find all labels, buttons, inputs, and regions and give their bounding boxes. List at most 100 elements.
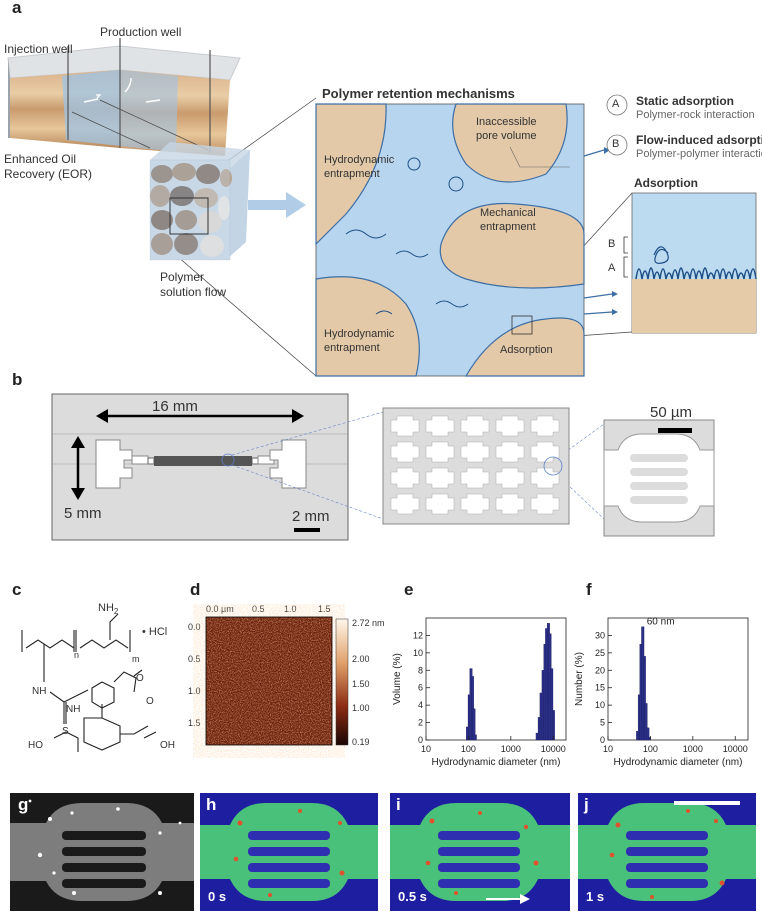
pore-unit [390, 415, 420, 437]
micrograph-i: i 0.5 s [390, 793, 570, 911]
x-tick-label: 10000 [723, 744, 748, 754]
x-axis-label: Hydrodynamic diameter (nm) [432, 757, 561, 768]
x-tick-label: 1000 [683, 744, 703, 754]
colorbar-tick-1: 2.00 [352, 654, 370, 664]
label-o2: O [146, 696, 154, 707]
pore-unit [390, 467, 420, 489]
pore-unit [460, 467, 490, 489]
label-n: n [74, 650, 80, 660]
bar [644, 703, 648, 741]
label-ho: HO [28, 740, 43, 751]
nh2-sub: 2 [113, 607, 119, 617]
afm-height-image [205, 616, 333, 746]
y-tick-label: 0 [418, 735, 423, 745]
adsorption-inset-title: Adsorption [634, 176, 698, 190]
pore-unit [495, 493, 525, 515]
injection-well-label: Injection well [4, 42, 73, 56]
bar [473, 734, 477, 741]
afm-top-tick-3: 1.5 [318, 604, 331, 614]
pore-unit [530, 493, 560, 515]
inaccessible-label-2: pore volume [476, 130, 537, 142]
panel-label-e: e [404, 580, 414, 599]
time-label-j: 1 s [586, 889, 605, 904]
porous-rock-cube [149, 142, 250, 261]
y-tick-label: 30 [595, 630, 605, 640]
x-tick-label: 100 [461, 744, 476, 754]
y-tick-label: 8 [418, 665, 423, 675]
y-tick-label: 10 [413, 648, 423, 658]
colorbar-tick-0: 2.72 nm [352, 618, 385, 628]
panel-label-f: f [586, 580, 592, 599]
retention-title: Polymer retention mechanisms [322, 86, 515, 101]
outflow-arrows [583, 147, 618, 315]
pore-unit [425, 415, 455, 437]
y-tick-label: 20 [595, 665, 605, 675]
hydro2-label-2: entrapment [324, 342, 380, 354]
polymer-structure [21, 613, 157, 752]
pore-unit [425, 441, 455, 463]
pore-array-zoom [382, 407, 570, 525]
panel-label-b: b [12, 370, 23, 389]
bar [642, 656, 646, 741]
plot-frame [425, 617, 567, 741]
panel-label-c: c [12, 580, 22, 599]
label-hcl: • HCl [142, 626, 168, 638]
afm-top-tick-1: 0.5 [252, 604, 265, 614]
legend-a-sub: Polymer-rock interaction [636, 109, 755, 121]
single-pore-zoom [603, 419, 715, 537]
panel-label-g: g [18, 795, 29, 814]
plot-frame [607, 617, 749, 741]
mechanical-label-2: entrapment [480, 221, 536, 233]
label-oh: OH [160, 740, 175, 751]
pore-unit [460, 415, 490, 437]
adsorption-inset [623, 192, 757, 334]
y-tick-label: 10 [595, 700, 605, 710]
hydro1-label-1: Hydrodynamic [324, 154, 395, 166]
hydro2-label-1: Hydrodynamic [324, 328, 395, 340]
pore-unit [425, 493, 455, 515]
micrograph-h: h 0 s [200, 793, 378, 911]
time-label-i: 0.5 s [398, 889, 427, 904]
y-tick-label: 4 [418, 700, 423, 710]
mechanical-label-1: Mechanical [480, 207, 536, 219]
microchip-overview [51, 393, 349, 541]
x-tick-label: 100 [643, 744, 658, 754]
y-tick-label: 12 [413, 630, 423, 640]
leader-line-inaccessible [509, 146, 570, 168]
micrograph-j: j 1 s [578, 793, 756, 911]
polymer-flow-line2: solution flow [160, 285, 227, 299]
x-tick-label: 10 [603, 744, 613, 754]
x-tick-label: 10000 [541, 744, 566, 754]
pore-unit [460, 493, 490, 515]
legend-a-circle [606, 94, 628, 116]
width-label-16mm: 16 mm [152, 398, 198, 415]
label-s: S [62, 726, 69, 737]
legend-b-circle [606, 134, 628, 156]
peak-annotation: 60 nm [647, 617, 675, 628]
legend-a-title: Static adsorption [636, 94, 735, 108]
afm-left-tick-0: 0.0 [188, 622, 201, 632]
pore-unit [390, 493, 420, 515]
y-tick-label: 25 [595, 648, 605, 658]
flow-arrow-cube [248, 192, 306, 218]
eor-label-line1: Enhanced Oil [4, 152, 77, 166]
y-tick-label: 0 [600, 735, 605, 745]
x-axis-label: Hydrodynamic diameter (nm) [614, 757, 743, 768]
height-label-5mm: 5 mm [64, 505, 102, 522]
inset-a-label: A [608, 262, 616, 274]
bar [550, 668, 554, 741]
label-nh2: NH2 [98, 602, 118, 616]
y-tick-label: 15 [595, 683, 605, 693]
pore-unit [425, 467, 455, 489]
y-axis-label: Number (%) [574, 652, 585, 706]
scale-label-50um: 50 µm [650, 404, 692, 421]
panel-label-a: a [12, 0, 22, 17]
legend-a-letter: A [612, 98, 620, 110]
label-nh: NH [32, 686, 47, 697]
production-well-label: Production well [100, 25, 182, 39]
label-m: m [132, 654, 140, 664]
bar [551, 710, 555, 741]
pore-unit [495, 467, 525, 489]
